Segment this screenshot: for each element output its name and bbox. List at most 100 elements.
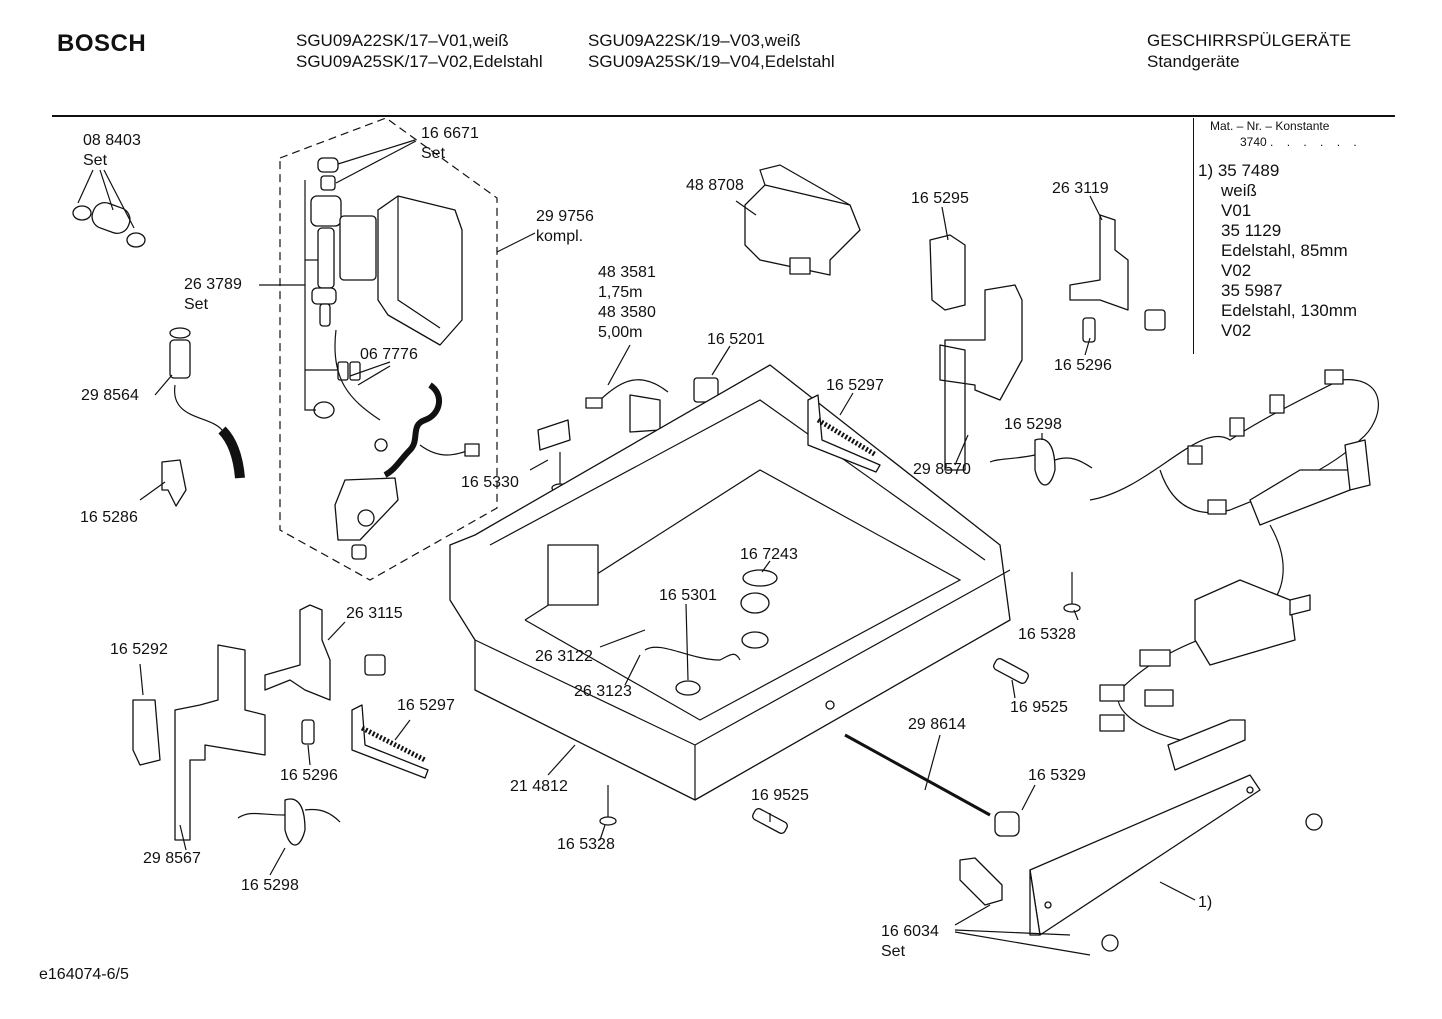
part-label-166034: 16 6034 Set (881, 922, 939, 962)
part-label-166671: 16 6671 Set (421, 124, 479, 164)
part-label-488708: 48 8708 (686, 177, 744, 194)
part-qualifier: Set (184, 296, 209, 313)
pressure-sensor-right (989, 438, 1093, 486)
part-label-298614: 29 8614 (908, 716, 966, 733)
material-note: Mat. – Nr. – Konstante 3740 . . . . . . (1210, 118, 1362, 150)
part-label-298567: 29 8567 (143, 850, 201, 867)
part-label-263119: 26 3119 (1052, 180, 1109, 197)
part-number: 48 3580 (598, 304, 656, 321)
part-label-165328-bottom: 16 5328 (557, 836, 615, 853)
wiring-harness (1089, 369, 1379, 771)
header-divider (52, 115, 1395, 117)
part-label-165297-left: 16 5297 (397, 697, 455, 714)
part-label-298570: 29 8570 (913, 461, 971, 478)
sensor-clip (161, 459, 187, 507)
part-label-165297-right: 16 5297 (826, 377, 884, 394)
model-list-right: SGU09A22SK/19–V03,weiß SGU09A25SK/19–V04… (588, 30, 835, 72)
drain-wire (334, 329, 381, 421)
part-label-165298-left: 16 5298 (241, 877, 299, 894)
left-side-rail (264, 604, 331, 701)
part-number: 16 6671 (421, 125, 479, 142)
part-label-169525-bottom: 16 9525 (751, 787, 809, 804)
part-label-298564: 29 8564 (81, 387, 139, 404)
leader-lines (77, 139, 1196, 956)
part-number: 48 3581 (598, 264, 656, 281)
brand-logo: BOSCH (57, 30, 147, 57)
variant-line: Edelstahl, 85mm (1221, 241, 1348, 260)
part-label-263122: 26 3122 (535, 648, 593, 665)
part-label-067776: 06 7776 (360, 346, 418, 363)
part-label-165296-right: 16 5296 (1054, 357, 1112, 374)
part-label-169525-right: 16 9525 (1010, 699, 1068, 716)
switch-block (537, 419, 571, 451)
right-side-rail (1069, 214, 1129, 311)
pressure-sensor-left (237, 798, 341, 846)
variant-line: Edelstahl, 130mm (1221, 301, 1358, 320)
hose-clamp-set (72, 202, 146, 248)
spring-rail-right (807, 394, 881, 473)
part-number: 16 6034 (881, 923, 939, 940)
model-line: SGU09A25SK/19–V04,Edelstahl (588, 52, 835, 71)
coiled-hose (383, 382, 442, 478)
plug-socket (364, 654, 386, 676)
aquastop-module (334, 477, 399, 541)
category-title: GESCHIRRSPÜLGERÄTE (1147, 31, 1352, 50)
part-qualifier: Set (421, 145, 446, 162)
part-label-165330: 16 5330 (461, 474, 519, 491)
part-label-167243: 16 7243 (740, 546, 798, 563)
right-clip (929, 234, 966, 311)
part-label-footnote-1: 1) (1198, 894, 1213, 911)
variant-line: V02 (1221, 261, 1252, 280)
part-label-165329: 16 5329 (1028, 767, 1086, 784)
part-number: 29 9756 (536, 208, 594, 225)
front-panel (1029, 774, 1261, 936)
rod (844, 733, 991, 817)
left-bracket (174, 644, 266, 841)
part-number: 26 3789 (184, 276, 242, 293)
variant-line: V02 (1221, 321, 1252, 340)
kit-boundary (279, 117, 498, 581)
note-dots: . . . . . . (1270, 135, 1362, 149)
part-label-483581: 48 3581 1,75m 48 3580 5,00m (598, 263, 656, 343)
part-qualifier: Set (83, 152, 108, 169)
part-qualifier: 1,75m (598, 284, 643, 301)
part-label-165292: 16 5292 (110, 641, 168, 658)
part-qualifier: Set (881, 943, 906, 960)
note-value: 3740 (1240, 135, 1267, 149)
sensor-wiring (644, 646, 741, 661)
note-value-row: 3740 . . . . . . (1210, 134, 1362, 150)
variant-line: 35 1129 (1221, 221, 1282, 240)
note-title: Mat. – Nr. – Konstante (1210, 119, 1330, 133)
part-label-299756: 29 9756 kompl. (536, 207, 594, 247)
part-label-088403: 08 8403 Set (83, 131, 141, 171)
variant-line: V01 (1221, 201, 1252, 220)
small-clip (301, 719, 315, 745)
variant-line: weiß (1221, 181, 1257, 200)
float-assembly (675, 569, 778, 696)
model-line: SGU09A25SK/17–V02,Edelstahl (296, 52, 543, 71)
part-qualifier: kompl. (536, 228, 584, 245)
right-plug (1144, 309, 1166, 331)
part-number: 08 8403 (83, 132, 141, 149)
part-qualifier: 5,00m (598, 324, 643, 341)
connection-cable (596, 379, 669, 404)
part-label-165201: 16 5201 (707, 331, 765, 348)
category-subtitle: Standgeräte (1147, 52, 1240, 71)
part-label-165301: 16 5301 (659, 587, 717, 604)
part-label-263789: 26 3789 Set (184, 275, 242, 315)
variant-line: 35 5987 (1221, 281, 1283, 300)
part-label-263115: 26 3115 (346, 605, 403, 622)
part-label-165286: 16 5286 (80, 509, 138, 526)
spring-hose (169, 327, 245, 479)
part-label-165328-right: 16 5328 (1018, 626, 1076, 643)
variant-list: 1) 35 7489 weiß V01 35 1129 Edelstahl, 8… (1198, 161, 1357, 341)
part-label-214812: 21 4812 (510, 778, 568, 795)
cover-clip (132, 699, 161, 766)
part-label-263123: 26 3123 (574, 683, 632, 700)
screw-set (551, 452, 1323, 952)
right-bracket (939, 284, 1023, 471)
base-tub (449, 364, 1011, 801)
note-divider (1193, 118, 1194, 354)
drawing-code: e164074-6/5 (39, 966, 129, 983)
